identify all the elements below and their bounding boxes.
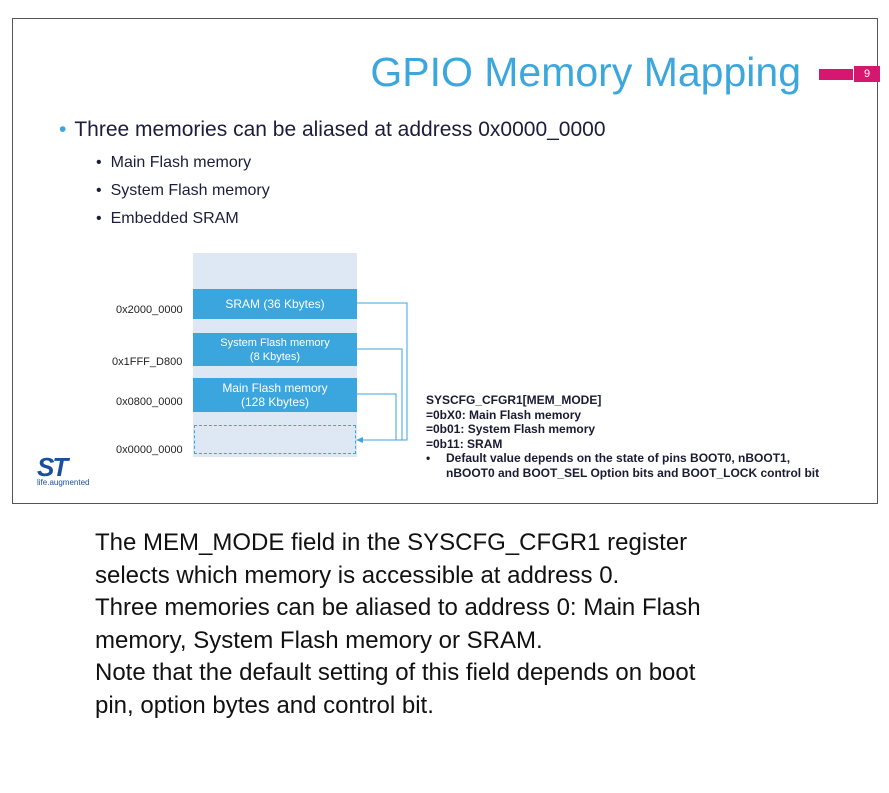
notes-line: pin, option bytes and control bit. <box>95 691 434 719</box>
notes-line: The MEM_MODE field in the SYSCFG_CFGR1 r… <box>95 529 688 556</box>
main-bullet: • Three memories can be aliased at addres… <box>59 118 606 142</box>
notes-line: selects which memory is accessible at ad… <box>95 561 620 589</box>
sram-label: SRAM (36 Kbytes) <box>225 297 325 311</box>
address-label: 0x0000_0000 <box>116 444 183 456</box>
sub-bullet-text: System Flash memory <box>110 182 270 199</box>
sub-bullet: • Embedded SRAM <box>96 210 239 228</box>
address-label: 0x2000_0000 <box>116 304 183 316</box>
alias-region <box>194 425 356 454</box>
page-number: 9 <box>854 66 880 82</box>
st-logo-tagline: life.augmented <box>37 478 90 487</box>
register-note: • Default value depends on the state of … <box>426 451 819 480</box>
system-flash-size: (8 Kbytes) <box>249 350 301 363</box>
main-flash-block: Main Flash memory (128 Kbytes) <box>193 378 357 412</box>
notes-line: memory, System Flash memory or SRAM. <box>95 626 543 654</box>
address-label: 0x1FFF_D800 <box>112 356 183 368</box>
register-option: =0b11: SRAM <box>426 436 503 451</box>
sub-bullet: • System Flash memory <box>96 182 270 200</box>
main-flash-arrow <box>357 393 397 440</box>
main-bullet-text: Three memories can be aliased at address… <box>74 118 606 141</box>
bullet-dot-icon: • <box>96 182 102 199</box>
bullet-dot-icon: • <box>96 154 102 171</box>
page-accent-bar <box>819 69 853 80</box>
bullet-dot-icon: • <box>96 210 102 227</box>
register-note-line: nBOOT0 and BOOT_SEL Option bits and BOOT… <box>446 465 820 480</box>
sub-bullet-text: Embedded SRAM <box>110 210 239 227</box>
bullet-dot-icon: • <box>426 451 431 465</box>
bullet-dot-icon: • <box>59 118 67 141</box>
main-flash-label: Main Flash memory <box>222 381 328 395</box>
arrow-head-icon <box>356 437 363 443</box>
register-note-line: Default value depends on the state of pi… <box>446 451 791 465</box>
notes-line: Three memories can be aliased to address… <box>95 594 701 622</box>
system-flash-label: System Flash memory <box>220 336 330 349</box>
st-logo: ST life.augmented <box>37 452 95 487</box>
main-flash-size: (128 Kbytes) <box>240 395 310 409</box>
alias-arrows <box>356 302 408 443</box>
system-flash-arrow <box>357 348 403 440</box>
memory-map-diagram: SRAM (36 Kbytes) System Flash memory (8 … <box>193 253 357 457</box>
register-info: SYSCFG_CFGR1[MEM_MODE] =0bX0: Main Flash… <box>426 393 819 480</box>
notes-line: Note that the default setting of this fi… <box>95 659 696 687</box>
register-option: =0b01: System Flash memory <box>426 422 596 436</box>
slide: GPIO Memory Mapping 9 • Three memories ca… <box>12 18 880 504</box>
slide-title: GPIO Memory Mapping <box>370 49 801 95</box>
sram-block: SRAM (36 Kbytes) <box>193 289 357 319</box>
register-title: SYSCFG_CFGR1[MEM_MODE] <box>426 393 602 407</box>
sub-bullet-text: Main Flash memory <box>110 154 252 171</box>
system-flash-block: System Flash memory (8 Kbytes) <box>193 333 357 366</box>
speaker-notes: The MEM_MODE field in the SYSCFG_CFGR1 r… <box>95 527 815 723</box>
address-label: 0x0800_0000 <box>116 396 183 408</box>
st-logo-mark: ST <box>37 452 68 482</box>
register-option: =0bX0: Main Flash memory <box>426 407 582 422</box>
sub-bullet: • Main Flash memory <box>96 154 251 172</box>
sram-arrow <box>357 302 408 441</box>
